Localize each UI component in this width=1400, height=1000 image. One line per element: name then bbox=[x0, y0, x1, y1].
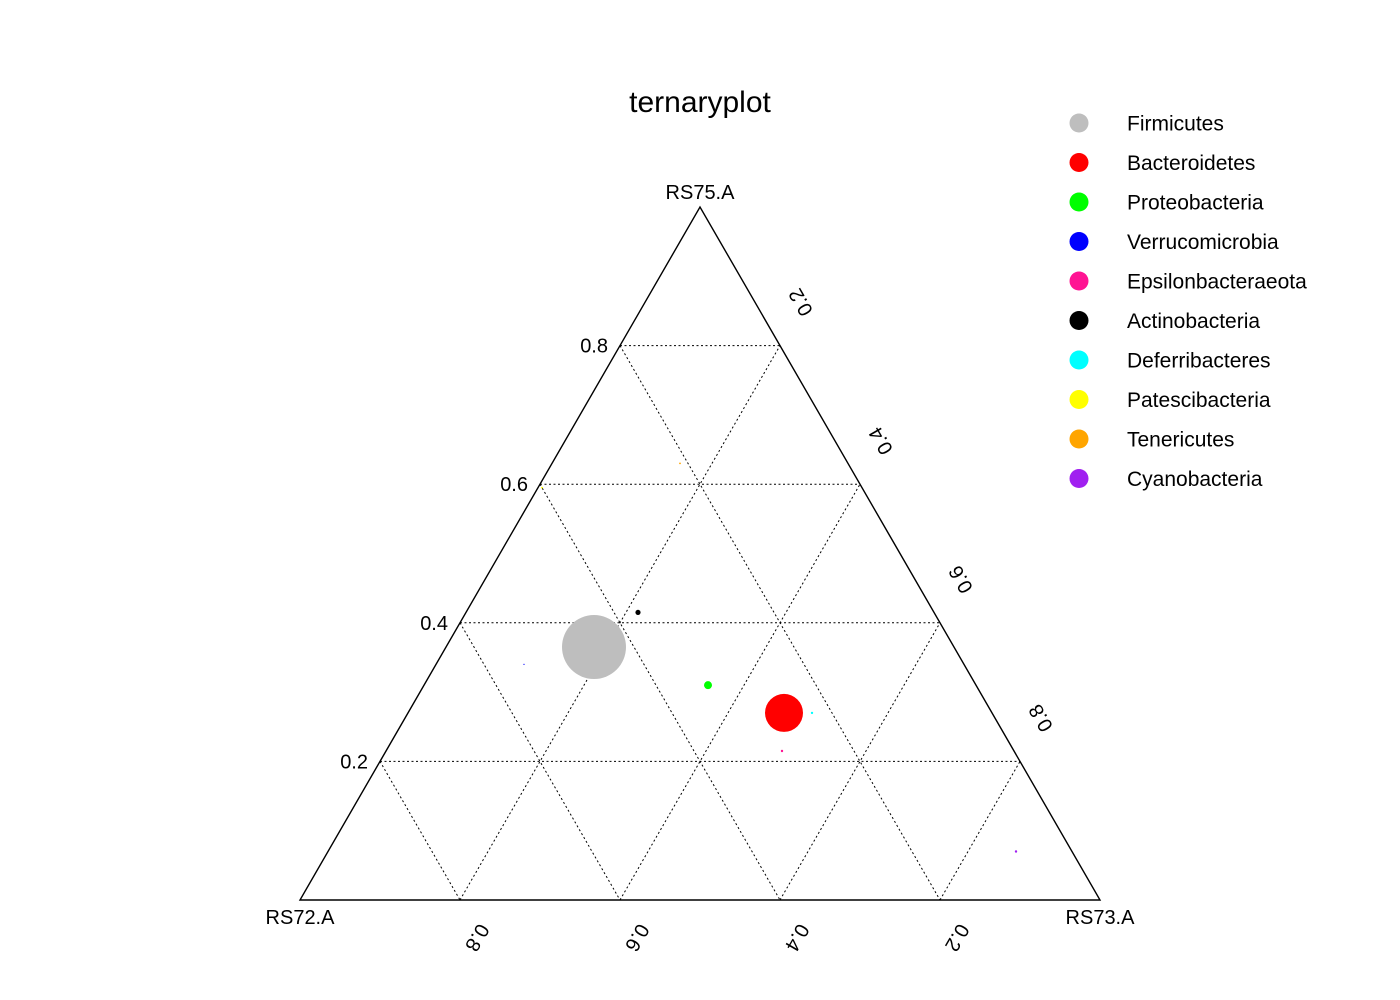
point-bacteroidetes bbox=[765, 693, 803, 732]
legend-marker-verrucomicrobia bbox=[1069, 232, 1089, 251]
legend: FirmicutesBacteroidetesProteobacteriaVer… bbox=[1069, 113, 1307, 491]
grid-line-left bbox=[459, 622, 621, 901]
grid-line-left bbox=[379, 761, 461, 901]
legend-marker-tenericutes bbox=[1069, 429, 1089, 449]
tick-label-left: 0.2 bbox=[340, 751, 368, 773]
legend-label-tenericutes: Tenericutes bbox=[1127, 429, 1234, 452]
tick-label-right: 0.2 bbox=[785, 284, 818, 319]
legend-label-patescibacteria: Patescibacteria bbox=[1127, 389, 1271, 412]
point-proteobacteria bbox=[704, 681, 712, 690]
point-tenericutes bbox=[679, 462, 681, 465]
legend-marker-epsilonbacteraeota bbox=[1069, 271, 1089, 291]
point-cyanobacteria bbox=[1014, 850, 1018, 853]
legend-marker-patescibacteria bbox=[1069, 390, 1089, 409]
legend-label-deferribacteres: Deferribacteres bbox=[1127, 350, 1271, 373]
tick-label-bottom: 0.4 bbox=[780, 920, 813, 955]
point-deferribacteres bbox=[810, 711, 814, 715]
legend-marker-bacteroidetes bbox=[1069, 153, 1089, 172]
point-verrucomicrobia bbox=[523, 663, 525, 665]
legend-label-proteobacteria: Proteobacteria bbox=[1127, 192, 1264, 215]
tick-label-left: 0.6 bbox=[500, 474, 528, 496]
vertex-label-left: RS72.A bbox=[266, 907, 336, 929]
legend-marker-actinobacteria bbox=[1069, 311, 1089, 330]
legend-marker-cyanobacteria bbox=[1069, 469, 1089, 488]
legend-label-actinobacteria: Actinobacteria bbox=[1127, 310, 1260, 333]
legend-marker-proteobacteria bbox=[1069, 192, 1089, 212]
tick-label-bottom: 0.8 bbox=[460, 920, 493, 955]
chart-title: ternaryplot bbox=[629, 86, 771, 119]
point-patescibacteria bbox=[541, 486, 543, 489]
tick-label-bottom: 0.6 bbox=[620, 920, 653, 955]
data-points bbox=[523, 462, 1018, 853]
tick-label-left: 0.8 bbox=[580, 336, 608, 358]
legend-label-firmicutes: Firmicutes bbox=[1127, 113, 1224, 136]
point-firmicutes bbox=[562, 615, 626, 680]
point-epsilonbacteraeota bbox=[780, 749, 784, 753]
grid-line-right bbox=[779, 622, 941, 901]
legend-marker-deferribacteres bbox=[1069, 350, 1089, 370]
grid-line-right bbox=[619, 483, 861, 901]
legend-label-epsilonbacteraeota: Epsilonbacteraeota bbox=[1127, 271, 1307, 294]
legend-label-cyanobacteria: Cyanobacteria bbox=[1127, 468, 1263, 491]
grid-line-right bbox=[939, 761, 1021, 901]
grid-lines bbox=[379, 345, 1021, 901]
tick-label-right: 0.8 bbox=[1025, 700, 1058, 735]
tick-labels: 0.2 0.4 0.6 0.8 0.2 0.4 0.6 0.8 0.2 0.4 0.6 0.8 bbox=[340, 284, 1058, 954]
tick-label-right: 0.6 bbox=[945, 562, 978, 597]
legend-label-verrucomicrobia: Verrucomicrobia bbox=[1127, 231, 1279, 254]
triangle-frame bbox=[298, 205, 1102, 901]
vertex-label-right: RS73.A bbox=[1066, 907, 1136, 929]
tick-label-left: 0.4 bbox=[420, 613, 448, 635]
tick-label-right: 0.4 bbox=[865, 423, 898, 458]
vertex-label-top: RS75.A bbox=[666, 182, 736, 204]
point-actinobacteria bbox=[635, 609, 641, 616]
grid-line-left bbox=[539, 483, 781, 901]
tick-label-bottom: 0.2 bbox=[940, 920, 973, 955]
legend-marker-firmicutes bbox=[1069, 113, 1089, 133]
legend-label-bacteroidetes: Bacteroidetes bbox=[1127, 152, 1255, 175]
grid-line-right bbox=[459, 345, 781, 901]
